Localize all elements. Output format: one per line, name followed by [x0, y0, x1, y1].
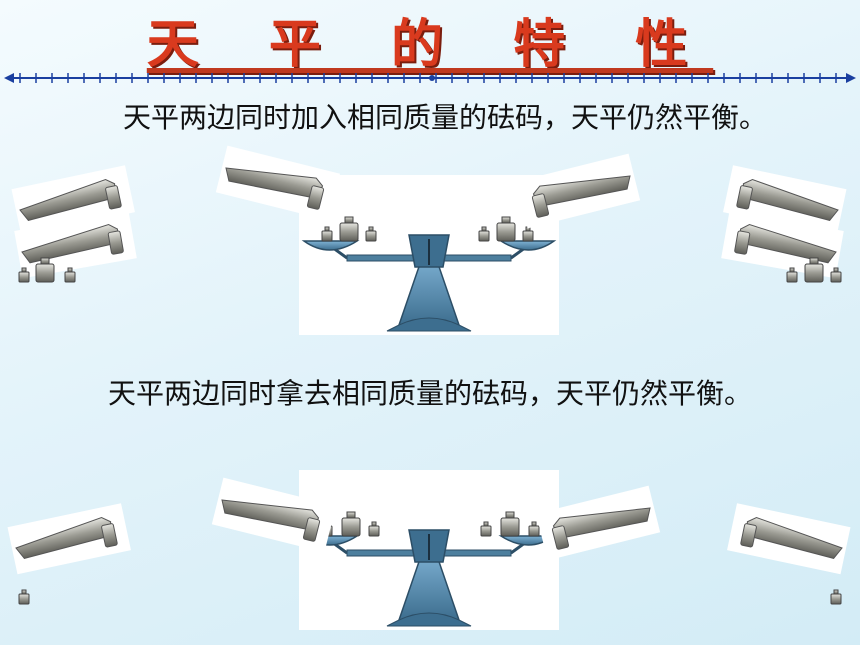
balance-scale-remove [297, 468, 561, 632]
statement-remove-weights: 天平两边同时拿去相同质量的砝码，天平仍然平衡。 [107, 377, 752, 410]
ruler-divider [4, 73, 856, 83]
statement-add-weights: 天平两边同时加入相同质量的砝码，天平仍然平衡。 [122, 101, 767, 134]
slide-title: 天 平 的 特 性 [146, 15, 714, 75]
balance-scale-add [297, 173, 561, 337]
